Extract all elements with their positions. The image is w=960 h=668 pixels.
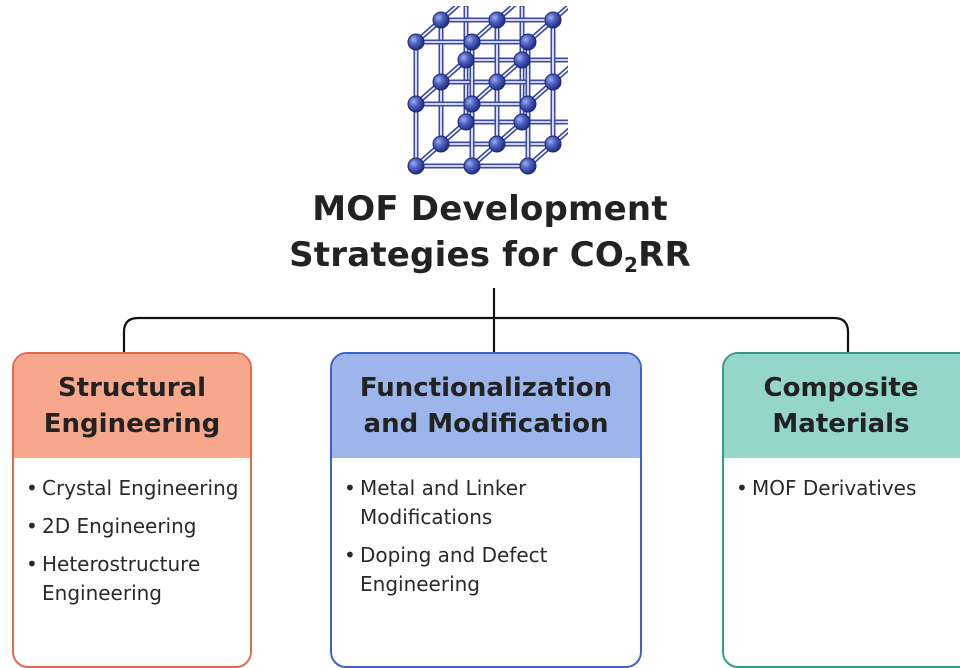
lattice-node <box>488 135 506 153</box>
connector-crossbar <box>122 316 850 352</box>
card-list-functionalization: •Metal and Linker Modifications •Doping … <box>332 458 640 599</box>
title-line-2-suffix: RR <box>638 235 691 275</box>
bullet-icon: • <box>26 514 38 538</box>
lattice-node <box>519 157 537 175</box>
card-list-structural: •Crystal Engineering •2D Engineering •He… <box>14 458 250 608</box>
lattice-node <box>407 157 425 175</box>
card-title-line-2: Engineering <box>43 409 221 439</box>
list-item: •Heterostructure Engineering <box>26 550 244 608</box>
list-item-text: Heterostructure Engineering <box>42 552 201 605</box>
card-title-line-1: Composite <box>763 373 919 403</box>
card-header-structural: Structural Engineering <box>14 354 250 458</box>
lattice-node <box>488 11 506 29</box>
lattice-node <box>407 33 425 51</box>
card-functionalization-and-modification: Functionalization and Modification •Meta… <box>330 352 642 668</box>
list-item: •Crystal Engineering <box>26 474 244 503</box>
mof-lattice-icon <box>407 6 568 175</box>
title-subscript: 2 <box>624 253 639 277</box>
title-line-2-prefix: Strategies for CO <box>289 235 624 275</box>
lattice-node <box>463 33 481 51</box>
lattice-node <box>519 33 537 51</box>
lattice-node <box>463 157 481 175</box>
list-item: •Metal and Linker Modifications <box>344 474 634 532</box>
lattice-node <box>513 113 531 131</box>
lattice-node <box>513 51 531 69</box>
diagram-title: MOF Development Strategies for CO2RR <box>230 186 750 288</box>
lattice-node <box>488 73 506 91</box>
card-title-line-1: Structural <box>57 373 207 403</box>
bullet-icon: • <box>26 552 38 576</box>
card-structural-engineering: Structural Engineering •Crystal Engineer… <box>12 352 252 668</box>
bullet-icon: • <box>344 476 356 500</box>
list-item-text: 2D Engineering <box>42 514 197 538</box>
list-item: •2D Engineering <box>26 512 244 541</box>
bullet-icon: • <box>26 476 38 500</box>
list-item: •MOF Derivatives <box>736 474 960 503</box>
lattice-node <box>457 113 475 131</box>
lattice-node <box>463 95 481 113</box>
lattice-node <box>457 51 475 69</box>
list-item-text: Metal and Linker Modifications <box>360 476 527 529</box>
lattice-node <box>432 73 450 91</box>
bullet-icon: • <box>736 476 748 500</box>
list-item-text: Crystal Engineering <box>42 476 239 500</box>
card-title-line-2: and Modification <box>363 409 609 439</box>
lattice-node <box>432 135 450 153</box>
list-item-text: MOF Derivatives <box>752 476 917 500</box>
card-list-composite: •MOF Derivatives <box>724 458 960 503</box>
card-composite-materials: Composite Materials •MOF Derivatives <box>722 352 960 668</box>
list-item: •Doping and Defect Engineering <box>344 541 634 599</box>
lattice-node <box>519 95 537 113</box>
bullet-icon: • <box>344 543 356 567</box>
lattice-node <box>544 73 562 91</box>
lattice-node <box>407 95 425 113</box>
card-header-functionalization: Functionalization and Modification <box>332 354 640 458</box>
lattice-node <box>544 135 562 153</box>
title-line-2: Strategies for CO2RR <box>230 232 750 288</box>
card-header-composite: Composite Materials <box>724 354 960 458</box>
title-line-1: MOF Development <box>312 189 668 229</box>
lattice-node <box>432 11 450 29</box>
list-item-text: Doping and Defect Engineering <box>360 543 548 596</box>
lattice-node <box>544 11 562 29</box>
card-title-line-1: Functionalization <box>359 373 613 403</box>
card-title-line-2: Materials <box>772 409 910 439</box>
